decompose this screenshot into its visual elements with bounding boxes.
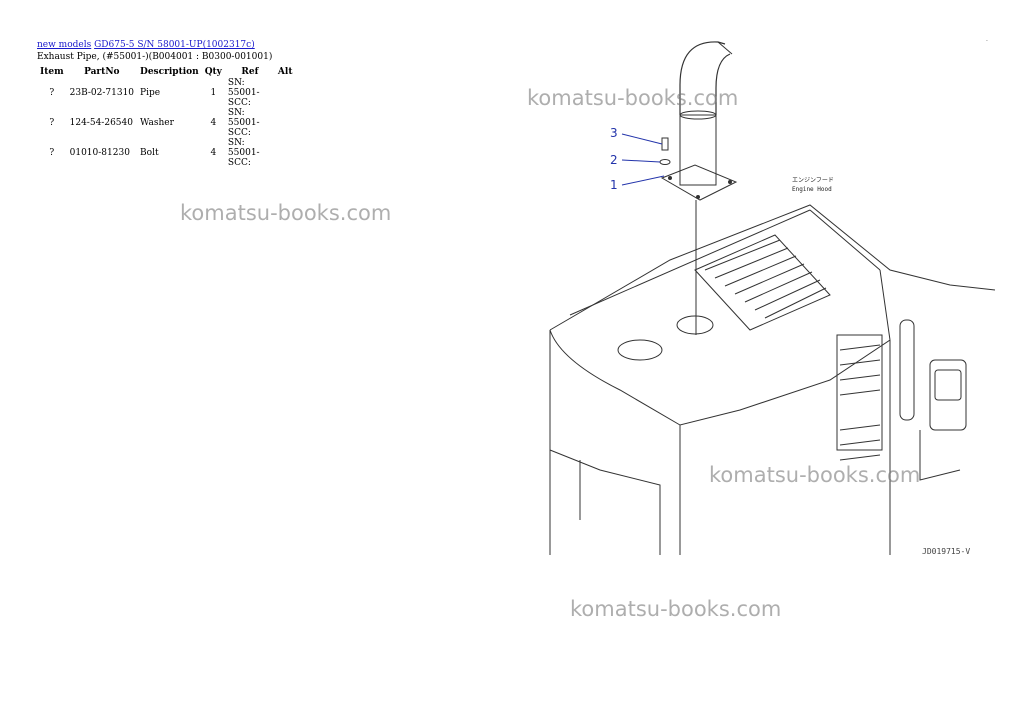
cell-description: Washer <box>140 118 174 128</box>
washer-part <box>659 159 671 165</box>
cell-qty: 1 <box>210 88 217 98</box>
column-header-alt: Alt <box>277 67 293 77</box>
side-louver-panel <box>836 334 883 451</box>
cell-item: ? <box>49 148 55 158</box>
page-subtitle: Exhaust Pipe, (#55001-)(B004001 : B0300-… <box>37 52 273 62</box>
cell-ref: SN: 55001-SCC: <box>227 138 260 168</box>
cell-item: ? <box>49 118 55 128</box>
hood-hole-left <box>617 339 663 361</box>
bolt-part <box>661 137 669 151</box>
breadcrumb-link-model[interactable]: GD675-5 S/N 58001-UP(1002317c) <box>94 40 255 50</box>
hood-grille <box>694 234 831 331</box>
exhaust-pipe-diagram: エンジンフード Engine Hood 3 2 1 JD019715-V <box>549 41 996 556</box>
table-row: ? 23B-02-71310 Pipe 1 SN: 55001-SCC: <box>37 78 295 108</box>
column-header-partno: PartNo <box>84 67 120 77</box>
engine-hood-label-en: Engine Hood <box>792 186 832 193</box>
engine-hood-label-jp: エンジンフード <box>792 177 834 184</box>
cell-ref: SN: 55001-SCC: <box>227 108 260 138</box>
cell-alt <box>275 108 296 138</box>
watermark: komatsu-books.com <box>570 597 782 621</box>
table-row: ? 124-54-26540 Washer 4 SN: 55001-SCC: <box>37 108 295 138</box>
callout-number: 1 <box>610 178 618 192</box>
pipe-elbow-outer <box>679 41 726 115</box>
column-header-description: Description <box>140 67 199 77</box>
pipe-body <box>679 114 717 186</box>
column-header-qty: Qty <box>204 67 222 77</box>
parts-table: Item PartNo Description Qty Ref Alt ? 23… <box>37 66 295 168</box>
cell-ref: SN: 55001-SCC: <box>227 78 260 108</box>
cell-description: Pipe <box>140 88 161 98</box>
table-row: ? 01010-81230 Bolt 4 SN: 55001-SCC: <box>37 138 295 168</box>
side-handle <box>899 319 915 421</box>
breadcrumb-link-new-models[interactable]: new models <box>37 40 92 50</box>
column-header-item: Item <box>40 67 64 77</box>
watermark: komatsu-books.com <box>180 201 392 225</box>
figure-id: JD019715-V <box>922 547 970 556</box>
column-header-ref: Ref <box>241 67 259 77</box>
callout-number: 2 <box>610 153 618 167</box>
cell-alt <box>275 138 296 168</box>
pipe-flange <box>660 164 738 201</box>
cell-item: ? <box>49 88 55 98</box>
engine-hood-top-edge <box>549 204 996 555</box>
table-header-row: Item PartNo Description Qty Ref Alt <box>37 66 295 78</box>
hood-hole-exhaust <box>676 315 714 335</box>
watermark: komatsu-books.com <box>709 463 921 487</box>
cell-qty: 4 <box>210 118 217 128</box>
cell-partno: 124-54-26540 <box>69 118 133 128</box>
cell-description: Bolt <box>140 148 159 158</box>
pipe-elbow-inner <box>715 53 731 115</box>
cell-qty: 4 <box>210 148 217 158</box>
watermark: komatsu-books.com <box>527 86 739 110</box>
callout-number: 3 <box>610 126 618 140</box>
cell-partno: 01010-81230 <box>69 148 130 158</box>
cell-partno: 23B-02-71310 <box>69 88 135 98</box>
page-mark: . <box>986 36 988 43</box>
breadcrumb: new models GD675-5 S/N 58001-UP(1002317c… <box>37 40 255 50</box>
cell-alt <box>275 78 296 108</box>
